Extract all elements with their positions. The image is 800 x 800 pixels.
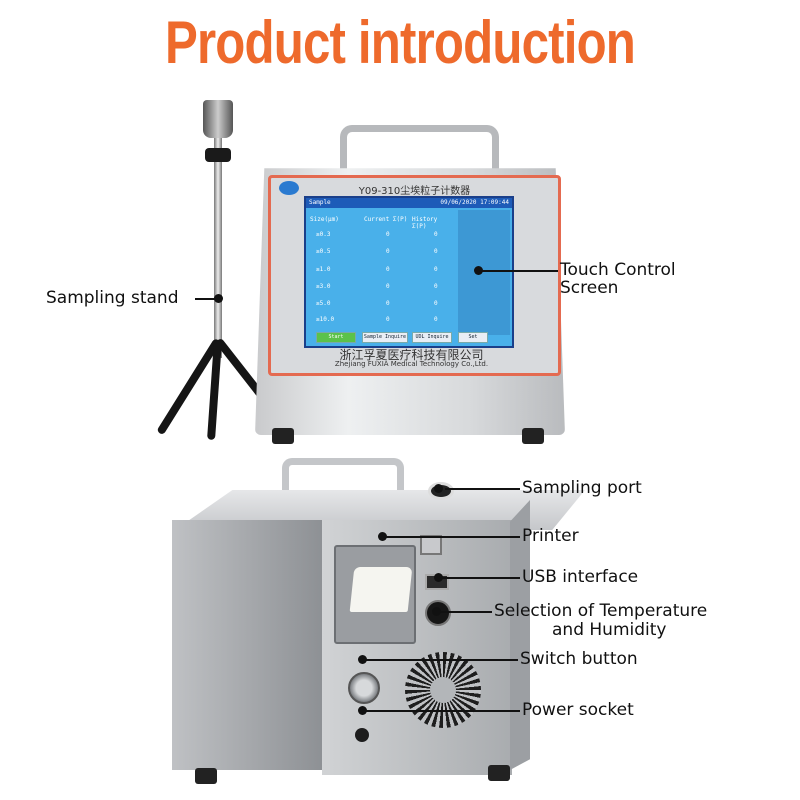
row-size: ≥3.0: [316, 283, 331, 290]
label-touch-control-2: Screen: [560, 278, 619, 298]
row-size: ≥10.0: [316, 316, 335, 323]
row-history: 0: [434, 231, 438, 238]
col-current: Current Σ(P): [364, 216, 408, 223]
label-power-socket: Power socket: [522, 700, 634, 720]
label-usb-interface: USB interface: [522, 567, 639, 587]
callout-dot: [434, 573, 443, 582]
printer-paper: [349, 567, 413, 612]
temperature-humidity-knob-icon[interactable]: [425, 600, 451, 626]
row-size: ≥0.5: [316, 248, 331, 255]
callout-dot: [358, 706, 367, 715]
sampling-head: [203, 100, 233, 138]
row-history: 0: [434, 316, 438, 323]
label-sampling-stand: Sampling stand: [46, 288, 179, 308]
callout-line: [362, 659, 518, 661]
callout-line: [385, 536, 520, 538]
col-history: History Σ(P): [412, 216, 438, 230]
device-foot: [522, 428, 544, 444]
fan-hub: [430, 677, 456, 703]
screen-mode: Sample: [309, 199, 331, 206]
row-history: 0: [434, 283, 438, 290]
callout-line: [445, 488, 520, 490]
row-history: 0: [434, 248, 438, 255]
callout-line: [440, 577, 520, 579]
label-switch-button: Switch button: [520, 649, 638, 669]
panel-slot: [420, 535, 442, 555]
callout-dot: [434, 484, 443, 493]
callout-line: [478, 270, 558, 272]
row-history: 0: [434, 300, 438, 307]
callout-line: [195, 298, 220, 300]
carry-handle: [282, 458, 404, 501]
carry-handle: [340, 125, 499, 174]
callout-dot: [474, 266, 483, 275]
label-sampling-port: Sampling port: [522, 478, 642, 498]
callout-line: [362, 710, 520, 712]
device-foot: [272, 428, 294, 444]
row-history: 0: [434, 266, 438, 273]
screen-header: Sample 09/06/2020 17:09:44: [306, 198, 512, 208]
model-title: Y09-310尘埃粒子计数器: [358, 186, 471, 197]
callout-dot: [432, 607, 441, 616]
stand-clamp: [205, 148, 231, 162]
row-current: 0: [386, 300, 390, 307]
set-button[interactable]: Set: [458, 332, 488, 343]
brand-name-cn: 浙江孚夏医疗科技有限公司: [339, 348, 484, 362]
callout-dot: [214, 294, 223, 303]
callout-dot: [378, 532, 387, 541]
brand-name-en: Zhejiang FUXIA Medical Technology Co.,Lt…: [334, 360, 489, 368]
row-size: ≥0.3: [316, 231, 331, 238]
label-touch-control: Touch Control: [560, 260, 676, 280]
sample-inquire-button[interactable]: Sample Inquire: [362, 332, 408, 343]
device-foot: [488, 765, 510, 781]
label-selection-temperature: Selection of Temperature: [494, 601, 708, 621]
device-foot: [195, 768, 217, 784]
col-size: Size(μm): [310, 216, 339, 223]
device-edge: [510, 500, 530, 770]
callout-dot: [358, 655, 367, 664]
row-size: ≥5.0: [316, 300, 331, 307]
power-switch-icon[interactable]: [348, 672, 380, 704]
brand-logo-icon: [279, 181, 299, 195]
row-current: 0: [386, 231, 390, 238]
udl-inquire-button[interactable]: UDL Inquire: [412, 332, 452, 343]
stand-rod: [214, 138, 222, 358]
screen-datetime: 09/06/2020 17:09:44: [440, 199, 509, 206]
start-button[interactable]: Start: [316, 332, 356, 343]
screen-settings-panel: [458, 210, 510, 335]
row-current: 0: [386, 266, 390, 273]
power-socket-icon[interactable]: [355, 728, 369, 742]
row-current: 0: [386, 283, 390, 290]
device-side: [172, 520, 324, 770]
row-size: ≥1.0: [316, 266, 331, 273]
row-current: 0: [386, 316, 390, 323]
label-selection-temperature-2: and Humidity: [552, 620, 667, 640]
page-title: Product introduction: [164, 9, 636, 76]
label-printer: Printer: [522, 526, 579, 546]
callout-line: [440, 611, 492, 613]
row-current: 0: [386, 248, 390, 255]
